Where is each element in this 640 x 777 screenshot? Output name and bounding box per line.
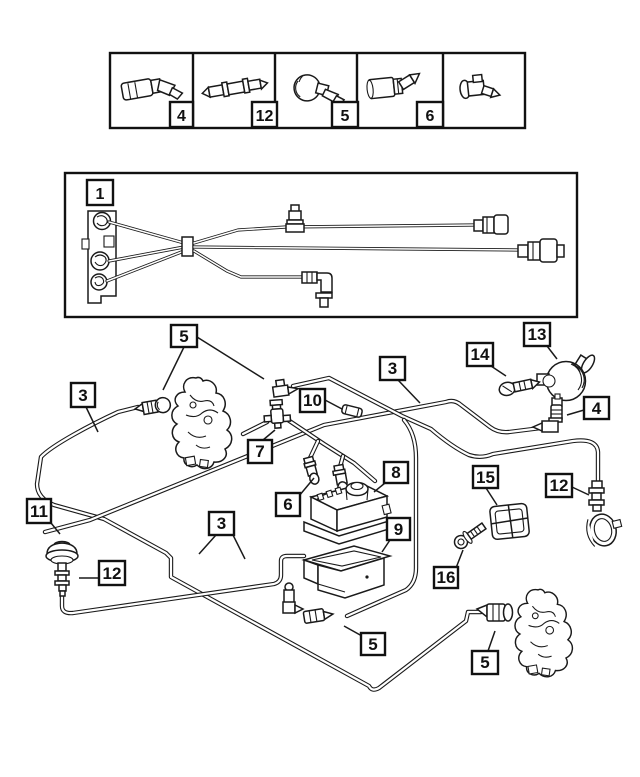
callout-9: 9 [385, 516, 412, 542]
callout-number: 6 [426, 108, 435, 125]
leader-lines [50, 336, 590, 652]
callout-box [168, 100, 195, 129]
callout-1: 1 [85, 178, 115, 207]
harness-bracket [81, 210, 117, 304]
fitting-6-left-icon [302, 455, 320, 485]
svg-text:12: 12 [550, 476, 569, 495]
strip-callout-4: 4 [168, 100, 195, 129]
round-socket-elbow-connector-icon [293, 74, 346, 107]
callout-6: 6 [274, 491, 302, 518]
engine-block-right-icon [514, 588, 574, 678]
callout-3-left: 3 [69, 381, 97, 409]
svg-text:3: 3 [217, 514, 226, 533]
callout-3-lower: 3 [207, 510, 236, 537]
callout-14: 14 [465, 341, 495, 368]
svg-text:15: 15 [476, 468, 495, 487]
connector-5-upper-middle-icon [271, 378, 301, 398]
svg-text:13: 13 [528, 325, 547, 344]
fitting-12-left-icon [54, 570, 70, 597]
svg-text:6: 6 [283, 495, 292, 514]
svg-text:5: 5 [368, 635, 377, 654]
vacuum-actuator-11-icon [45, 540, 79, 572]
tube-clip-15-icon [489, 502, 530, 541]
callout-number: 12 [256, 108, 274, 125]
callout-15: 15 [471, 464, 500, 490]
strip-callout-12: 12 [250, 100, 279, 129]
connector-5-upper-left-icon [133, 396, 172, 416]
callout-box [330, 100, 360, 129]
harness-routes [192, 223, 521, 279]
strip-callout-6: 6 [415, 100, 445, 129]
svg-text:3: 3 [78, 386, 87, 405]
harness-junction-clip [181, 236, 194, 257]
callout-5-bottom-left: 5 [359, 631, 387, 657]
svg-text:12: 12 [103, 564, 122, 583]
svg-text:16: 16 [437, 568, 456, 587]
callout-box [85, 178, 115, 207]
engine-block-left-icon [171, 376, 233, 470]
tee-elbow-barb-connector-icon [120, 77, 184, 101]
svg-text:14: 14 [471, 345, 490, 364]
vacuum-line-routing-diagram: 5 3 10 7 3 14 13 4 [25, 321, 623, 690]
callout-16: 16 [432, 565, 460, 590]
fitting-14-icon [498, 378, 541, 397]
callout-number: 1 [96, 186, 105, 203]
hose-piece-10-icon [341, 404, 363, 418]
check-valve-13-icon [536, 354, 596, 407]
compact-elbow-connector-icon [459, 73, 502, 100]
callout-4: 4 [582, 395, 611, 421]
svg-text:9: 9 [394, 520, 403, 539]
callout-11: 11 [25, 497, 53, 525]
harness-end-plug-middle [517, 238, 565, 263]
callout-5-upper-left: 5 [169, 323, 199, 349]
callout-number: 5 [341, 108, 350, 125]
svg-text:7: 7 [255, 442, 264, 461]
harness-tee-fitting [285, 204, 305, 233]
callout-5-bottom-right: 5 [470, 649, 500, 676]
svg-text:4: 4 [592, 399, 602, 418]
elbow-4-icon [531, 404, 563, 433]
svg-text:11: 11 [30, 502, 48, 521]
actuator-drum-icon [586, 513, 623, 547]
straight-barb-connector-icon [201, 77, 269, 99]
svg-text:8: 8 [391, 463, 400, 482]
callout-8: 8 [382, 460, 410, 485]
svg-text:5: 5 [480, 653, 489, 672]
svg-text:10: 10 [303, 391, 322, 410]
strip-callout-5: 5 [330, 100, 360, 129]
harness-fan-tubes [105, 220, 186, 283]
bolt-16-icon [453, 522, 487, 550]
callout-box [250, 100, 279, 129]
svg-text:3: 3 [388, 359, 397, 378]
connector-5-bottom-left-icon [282, 582, 335, 624]
fitting-12-right-icon [588, 480, 605, 512]
callout-12-left: 12 [97, 559, 127, 587]
connector-5-bottom-right-icon [475, 603, 514, 622]
callout-10: 10 [298, 387, 327, 414]
callout-7: 7 [246, 438, 274, 465]
callout-12-right: 12 [544, 472, 574, 499]
tray-9-icon [301, 545, 393, 599]
tee-valve-7-icon [263, 398, 292, 429]
harness-elbow-end [301, 271, 333, 308]
callout-number: 4 [177, 108, 186, 125]
angled-barb-connector-icon [366, 72, 421, 100]
callout-13: 13 [522, 321, 552, 348]
connector-reference-strip: 4 12 5 6 [108, 51, 527, 130]
harness-end-plug-top [473, 214, 509, 235]
harness-assembly-box: 1 [63, 171, 579, 319]
callout-box [415, 100, 445, 129]
valve-block-8-icon [303, 481, 392, 545]
svg-text:5: 5 [179, 327, 188, 346]
callout-3-middle: 3 [378, 355, 407, 382]
